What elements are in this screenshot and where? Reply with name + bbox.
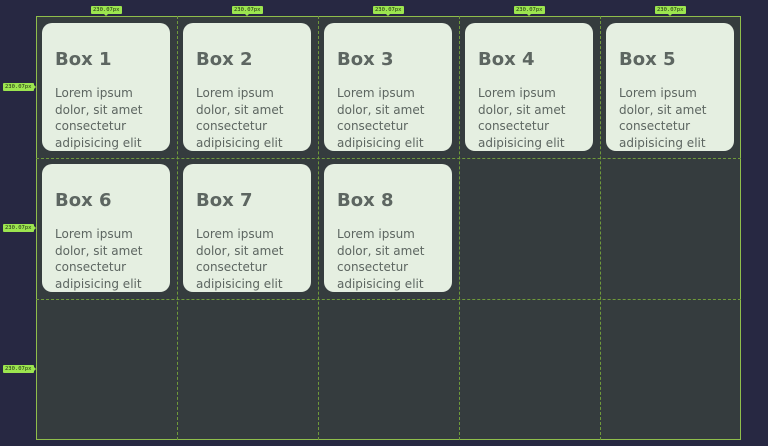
box-text: Lorem ipsum dolor, sit amet consectetur … bbox=[478, 86, 566, 151]
box-title: Box 6 bbox=[55, 190, 112, 211]
grid-item-box-4: Box 4 Lorem ipsum dolor, sit amet consec… bbox=[465, 23, 593, 151]
box-title: Box 5 bbox=[619, 49, 676, 70]
box-title: Box 3 bbox=[337, 49, 394, 70]
grid-item-box-6: Box 6 Lorem ipsum dolor, sit amet consec… bbox=[42, 164, 170, 292]
box-text: Lorem ipsum dolor, sit amet consectetur … bbox=[55, 227, 143, 292]
column-size-badge: 230.07px bbox=[232, 6, 263, 16]
grid-item-box-5: Box 5 Lorem ipsum dolor, sit amet consec… bbox=[606, 23, 734, 151]
grid-row-line bbox=[36, 299, 741, 300]
grid-item-box-3: Box 3 Lorem ipsum dolor, sit amet consec… bbox=[324, 23, 452, 151]
column-size-badge: 230.07px bbox=[655, 6, 686, 16]
box-title: Box 1 bbox=[55, 49, 112, 70]
grid-item-box-7: Box 7 Lorem ipsum dolor, sit amet consec… bbox=[183, 164, 311, 292]
box-text: Lorem ipsum dolor, sit amet consectetur … bbox=[196, 227, 284, 292]
grid-row-line bbox=[36, 158, 741, 159]
row-size-badge: 230.07px bbox=[3, 83, 35, 91]
grid-column-line bbox=[459, 16, 460, 440]
column-size-badge: 230.07px bbox=[373, 6, 404, 16]
box-title: Box 8 bbox=[337, 190, 394, 211]
box-title: Box 7 bbox=[196, 190, 253, 211]
grid-column-line bbox=[318, 16, 319, 440]
row-size-badge: 230.07px bbox=[3, 365, 35, 373]
box-text: Lorem ipsum dolor, sit amet consectetur … bbox=[55, 86, 143, 151]
grid-column-line bbox=[177, 16, 178, 440]
grid-item-box-2: Box 2 Lorem ipsum dolor, sit amet consec… bbox=[183, 23, 311, 151]
grid-column-line bbox=[600, 16, 601, 440]
row-size-badge: 230.07px bbox=[3, 224, 35, 232]
column-size-badge: 230.07px bbox=[514, 6, 545, 16]
box-title: Box 2 bbox=[196, 49, 253, 70]
box-text: Lorem ipsum dolor, sit amet consectetur … bbox=[337, 227, 425, 292]
box-text: Lorem ipsum dolor, sit amet consectetur … bbox=[337, 86, 425, 151]
box-text: Lorem ipsum dolor, sit amet consectetur … bbox=[619, 86, 707, 151]
grid-item-box-1: Box 1 Lorem ipsum dolor, sit amet consec… bbox=[42, 23, 170, 151]
box-title: Box 4 bbox=[478, 49, 535, 70]
column-size-badge: 230.07px bbox=[91, 6, 122, 16]
box-text: Lorem ipsum dolor, sit amet consectetur … bbox=[196, 86, 284, 151]
grid-item-box-8: Box 8 Lorem ipsum dolor, sit amet consec… bbox=[324, 164, 452, 292]
